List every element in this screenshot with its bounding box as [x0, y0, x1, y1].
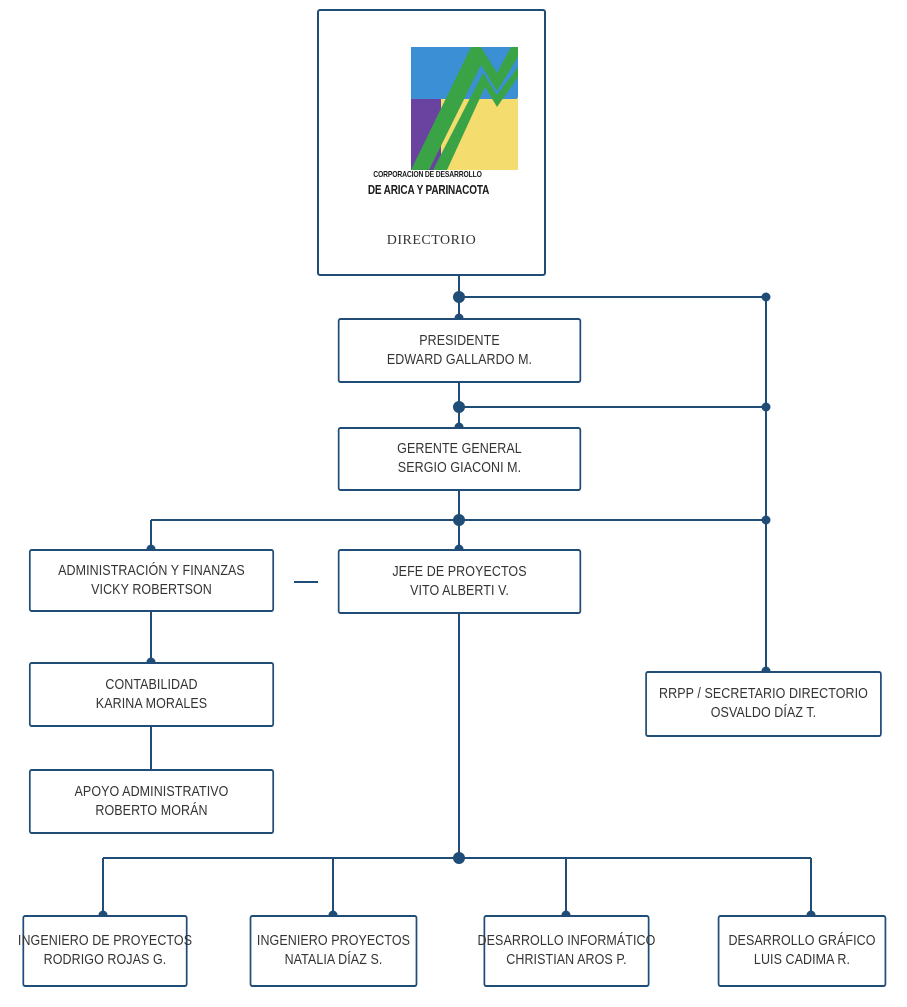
node-rrpp-secretario[interactable]: RRPP / SECRETARIO DIRECTORIO OSVALDO DÍA… — [645, 671, 882, 737]
node-role: INGENIERO DE PROYECTOS — [17, 933, 193, 949]
node-administracion-finanzas[interactable]: ADMINISTRACIÓN Y FINANZAS VICKY ROBERTSO… — [28, 549, 275, 612]
node-role: DESARROLLO GRÁFICO — [728, 933, 876, 949]
node-role: DESARROLLO INFORMÁTICO — [477, 933, 656, 949]
node-name: ROBERTO MORÁN — [95, 802, 208, 819]
node-role: PRESIDENTE — [419, 332, 500, 349]
node-role: JEFE DE PROYECTOS — [392, 563, 527, 580]
node-role: INGENIERO PROYECTOS — [256, 933, 411, 949]
node-role: GERENTE GENERAL — [397, 441, 522, 457]
node-name: VITO ALBERTI V. — [410, 582, 509, 599]
node-ingeniero-proyectos-1[interactable]: INGENIERO DE PROYECTOS RODRIGO ROJAS G. — [18, 915, 192, 987]
node-name: LUIS CADIMA R. — [753, 952, 851, 968]
node-name: OSVALDO DÍAZ T. — [710, 705, 817, 721]
node-jefe-proyectos[interactable]: JEFE DE PROYECTOS VITO ALBERTI V. — [337, 549, 582, 614]
node-name: SERGIO GIACONI M. — [397, 460, 522, 476]
directorio-box: CORPORACION DE DESARROLLO DE ARICA Y PAR… — [317, 9, 546, 276]
org-name-line1: CORPORACION DE DESARROLLO — [373, 169, 482, 179]
node-name: VICKY ROBERTSON — [91, 581, 212, 598]
node-role: ADMINISTRACIÓN Y FINANZAS — [58, 562, 245, 579]
corporacion-logo — [411, 47, 518, 170]
node-name: NATALIA DÍAZ S. — [284, 952, 383, 968]
node-ingeniero-proyectos-2[interactable]: INGENIERO PROYECTOS NATALIA DÍAZ S. — [249, 915, 418, 987]
node-name: RODRIGO ROJAS G. — [43, 952, 167, 968]
node-role: APOYO ADMINISTRATIVO — [74, 783, 229, 800]
node-presidente[interactable]: PRESIDENTE EDWARD GALLARDO M. — [337, 318, 582, 383]
node-desarrollo-informatico[interactable]: DESARROLLO INFORMÁTICO CHRISTIAN AROS P. — [478, 915, 655, 987]
node-role: CONTABILIDAD — [105, 676, 198, 693]
node-contabilidad[interactable]: CONTABILIDAD KARINA MORALES — [28, 662, 275, 727]
node-apoyo-administrativo[interactable]: APOYO ADMINISTRATIVO ROBERTO MORÁN — [28, 769, 275, 834]
directorio-label: DIRECTORIO — [386, 233, 477, 248]
org-name-line2: DE ARICA Y PARINACOTA — [367, 183, 490, 197]
node-name: EDWARD GALLARDO M. — [386, 351, 533, 368]
node-gerente-general[interactable]: GERENTE GENERAL SERGIO GIACONI M. — [337, 427, 582, 491]
node-name: CHRISTIAN AROS P. — [506, 952, 627, 968]
node-name: KARINA MORALES — [95, 695, 208, 712]
node-role: RRPP / SECRETARIO DIRECTORIO — [659, 686, 868, 702]
node-desarrollo-grafico[interactable]: DESARROLLO GRÁFICO LUIS CADIMA R. — [717, 915, 887, 987]
